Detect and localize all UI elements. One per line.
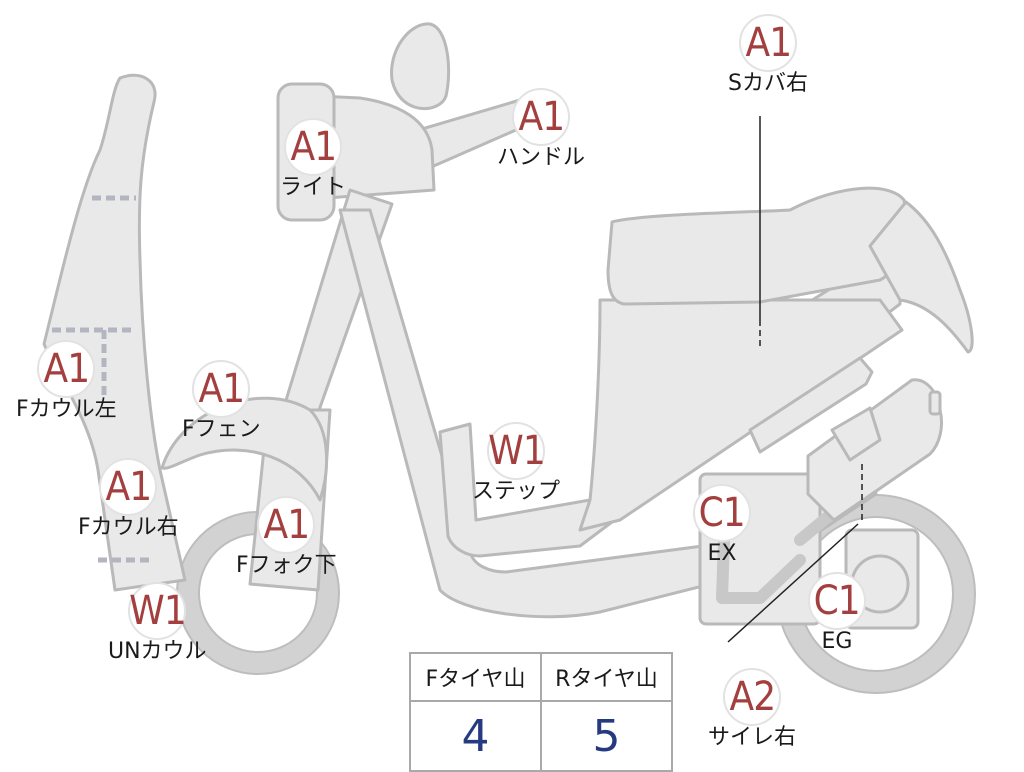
marker-silencer-right: A2 サイレ右	[708, 668, 796, 750]
front-cowl	[42, 73, 187, 592]
part-label: EG	[821, 629, 853, 654]
part-label: ハンドル	[497, 145, 586, 170]
grade-badge: A1	[37, 340, 96, 398]
marker-un-cowl: W1 UNカウル	[108, 582, 207, 664]
seat	[606, 186, 908, 306]
marker-f-fender: A1 Fフェン	[182, 360, 261, 442]
marker-light: A1 ライト	[280, 118, 346, 200]
part-label: Fフォク下	[236, 553, 337, 578]
tire-tread-table: Fタイヤ山 Rタイヤ山 4 5	[409, 652, 673, 772]
marker-handle: A1 ハンドル	[497, 88, 585, 170]
marker-f-fork-lower: A1 Fフォク下	[236, 496, 337, 578]
part-label: UNカウル	[108, 639, 207, 664]
rear-tire-header: Rタイヤ山	[540, 652, 673, 702]
grade-badge: A1	[512, 88, 570, 146]
rear-tire-value: 5	[540, 700, 673, 772]
part-label: Sカバ右	[728, 71, 808, 96]
grade-badge: C1	[808, 572, 866, 630]
grade-badge: A2	[723, 668, 781, 726]
grade-badge: A1	[257, 496, 316, 554]
marker-ex: C1 EX	[693, 484, 751, 566]
grade-badge: A1	[99, 458, 158, 516]
marker-step: W1 ステップ	[472, 422, 560, 504]
part-label: サイレ右	[708, 725, 797, 750]
grade-badge: W1	[487, 422, 545, 480]
grade-badge: C1	[693, 484, 751, 542]
mirror	[390, 22, 451, 111]
part-label: EX	[707, 541, 737, 566]
grade-badge: A1	[284, 118, 342, 176]
marker-f-cowl-right: A1 Fカウル右	[78, 458, 179, 540]
part-label: Fカウル右	[78, 515, 179, 540]
front-tire-value: 4	[409, 700, 542, 772]
grade-badge: W1	[128, 582, 187, 640]
rear-body	[868, 200, 974, 354]
side-cover	[578, 298, 904, 532]
part-label: Fカウル左	[16, 397, 117, 422]
front-tire-header: Fタイヤ山	[409, 652, 542, 702]
marker-f-cowl-left: A1 Fカウル左	[16, 340, 117, 422]
part-label: ライト	[280, 175, 347, 200]
marker-s-cover-right: A1 Sカバ右	[728, 14, 808, 96]
part-label: ステップ	[472, 479, 561, 504]
part-label: Fフェン	[182, 417, 261, 442]
grade-badge: A1	[738, 14, 797, 72]
floor-frame	[338, 208, 878, 619]
grade-badge: A1	[192, 360, 251, 418]
marker-eg: C1 EG	[808, 572, 866, 654]
